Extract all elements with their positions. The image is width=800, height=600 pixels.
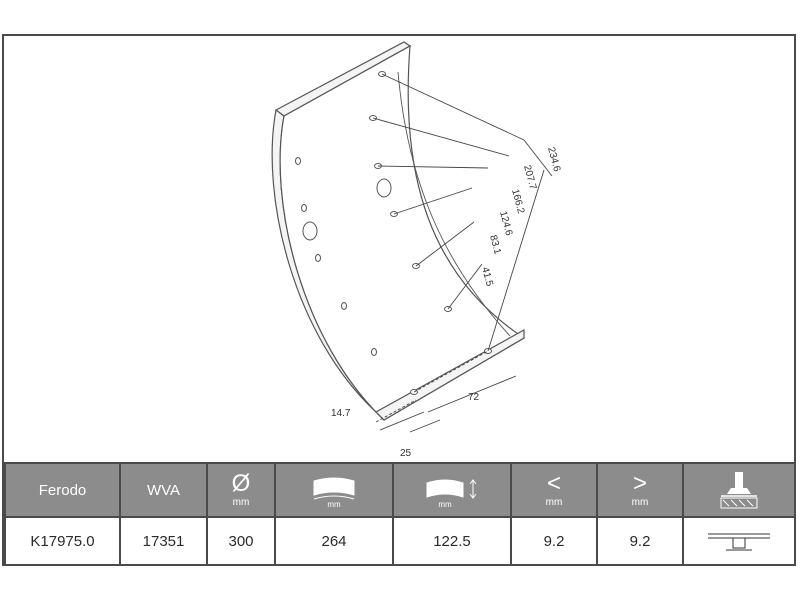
diagram-frame: 234.6 207.7 166.2 124.6 83.1 41.5 72 14.… (2, 34, 796, 566)
rivet-hole (371, 348, 377, 356)
dim-124-6: 124.6 (497, 210, 514, 237)
dim-14-7: 14.7 (331, 408, 351, 419)
value-max-thickness: 9.2 (596, 516, 684, 566)
value-wva: 17351 (119, 516, 208, 566)
large-hole (376, 178, 392, 198)
table-row: K17975.0 17351 300 264 122.5 9.2 9.2 (4, 516, 796, 566)
less-icon: < (546, 469, 561, 497)
rivet-profile-icon (708, 533, 770, 551)
lining-length-icon: mm (426, 479, 477, 507)
unit-label: mm (327, 500, 341, 507)
dim-166-2: 166.2 (509, 188, 526, 215)
rivet-icon (720, 472, 758, 509)
unit-label: mm (438, 500, 452, 507)
rivet-hole (301, 204, 307, 212)
header-max-thickness: > mm (596, 462, 684, 518)
dim-72: 72 (468, 392, 480, 403)
spec-table: Ferodo WVA Ø mm mm mm (4, 462, 796, 566)
header-width: mm (274, 462, 394, 518)
header-diameter: Ø mm (206, 462, 276, 518)
large-hole (302, 221, 318, 241)
unit-label: mm (631, 496, 649, 508)
diameter-icon: Ø (231, 469, 251, 497)
dim-83-1: 83.1 (487, 234, 503, 256)
header-length: mm (392, 462, 512, 518)
value-diameter: 300 (206, 516, 276, 566)
value-length: 122.5 (392, 516, 512, 566)
header-rivet (682, 462, 796, 518)
greater-icon: > (632, 469, 647, 497)
dim-234-6: 234.6 (545, 146, 562, 173)
rivet-hole (295, 157, 301, 165)
dim-25: 25 (400, 448, 412, 459)
value-min-thickness: 9.2 (510, 516, 598, 566)
dim-207-7: 207.7 (521, 164, 538, 191)
reference-arc (397, 71, 511, 337)
value-width: 264 (274, 516, 394, 566)
header-ferodo: Ferodo (4, 462, 121, 518)
value-ferodo: K17975.0 (4, 516, 121, 566)
rivet-hole (341, 302, 347, 310)
unit-label: mm (232, 496, 250, 508)
header-min-thickness: < mm (510, 462, 598, 518)
lining-width-icon: mm (313, 477, 355, 507)
rivet-hole (315, 254, 321, 262)
dim-41-5: 41.5 (479, 266, 495, 288)
unit-label: mm (545, 496, 563, 508)
table-header-row: Ferodo WVA Ø mm mm mm (4, 462, 796, 518)
header-wva: WVA (119, 462, 208, 518)
brake-lining-drawing: 234.6 207.7 166.2 124.6 83.1 41.5 72 14.… (271, 41, 562, 459)
value-rivet (682, 516, 796, 566)
